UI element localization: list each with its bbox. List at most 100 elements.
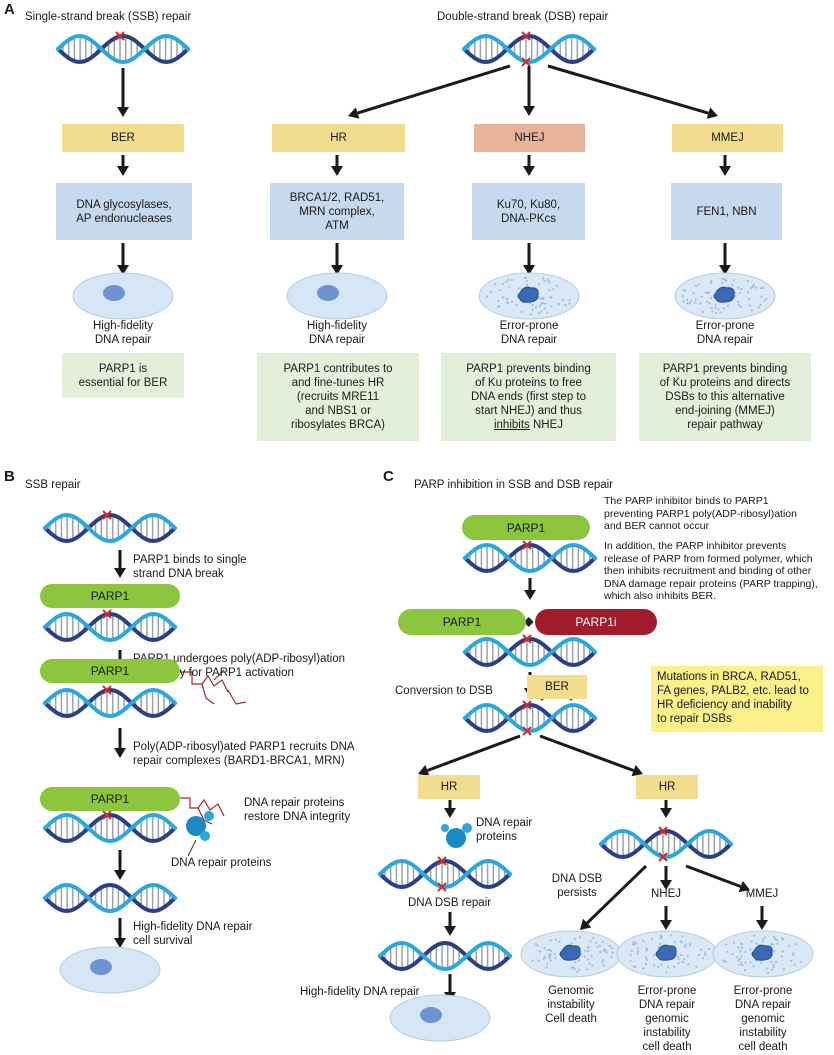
nucleus [420, 1007, 442, 1023]
cell-texture [545, 967, 547, 969]
cell-texture [635, 942, 637, 944]
cell-texture [765, 298, 767, 300]
cell-texture [758, 306, 760, 308]
arrow-a-down-head [719, 166, 731, 176]
cell-texture [695, 966, 697, 968]
cell-texture [686, 302, 688, 304]
arrow-c-nhej-head [660, 920, 672, 930]
cell-texture [653, 954, 655, 956]
cell-texture [636, 953, 638, 955]
cell-texture [682, 295, 684, 297]
cell-texture [571, 966, 573, 968]
cell-texture [760, 961, 762, 963]
cell-texture [537, 944, 539, 946]
c-outcome-persists: Genomic instability Cell death [545, 984, 597, 1026]
cell-texture [794, 963, 796, 965]
cell-texture [558, 303, 560, 305]
cell-texture [685, 943, 687, 945]
cell-texture [740, 943, 742, 945]
cell-texture [762, 287, 764, 289]
cell-texture [788, 945, 790, 947]
arrow-c-hr-down-head [444, 808, 456, 818]
dna-b2 [45, 610, 175, 640]
cell-texture [694, 302, 696, 304]
cell-texture [760, 296, 762, 298]
cell-texture [546, 311, 548, 313]
cell-texture [714, 304, 716, 306]
cell-texture [673, 966, 675, 968]
cell-texture [708, 948, 710, 950]
cell-texture [595, 942, 597, 944]
cell-texture [556, 285, 558, 287]
cell-texture [740, 288, 742, 290]
cell-texture [592, 937, 594, 939]
dna-ssb-a [58, 32, 188, 62]
cell-texture [692, 292, 694, 294]
cell-texture [660, 935, 662, 937]
cell-texture [782, 950, 784, 952]
dna-c1 [465, 541, 595, 571]
cell-texture [497, 300, 499, 302]
dna-c3 [465, 701, 595, 735]
cell-texture [724, 960, 726, 962]
cell-texture [548, 281, 550, 283]
cell-texture [632, 943, 634, 945]
cell-texture [770, 943, 772, 945]
cell-texture [511, 301, 513, 303]
c-conversion: Conversion to DSB [395, 684, 493, 698]
dna-c-hr2 [380, 943, 510, 969]
cell-texture [739, 306, 741, 308]
dna-b1 [45, 511, 175, 541]
cell-texture [689, 943, 691, 945]
cell-texture [610, 956, 612, 958]
cell-texture [773, 936, 775, 938]
arrow-a-down-head [523, 166, 535, 176]
cell-texture [794, 943, 796, 945]
cell-texture [511, 279, 513, 281]
cell-texture [568, 299, 570, 301]
dna-c-hr [380, 857, 510, 891]
cell-texture [574, 961, 576, 963]
outcome-nhej: Error-prone DNA repair [500, 319, 559, 347]
cell-texture [532, 309, 534, 311]
parp-role-nhej-end: inhibits NHEJ [494, 418, 563, 432]
cell-texture [684, 289, 686, 291]
cell-texture [562, 299, 564, 301]
cell-texture [686, 299, 688, 301]
proteins-mmej: FEN1, NBN [671, 183, 782, 240]
cell-texture [554, 957, 556, 959]
cell-texture [568, 302, 570, 304]
c-repair-proteins: DNA repair proteins [476, 816, 532, 844]
cell-texture [734, 295, 736, 297]
cell-texture [603, 950, 605, 952]
c-title: PARP inhibition in SSB and DSB repair [414, 478, 613, 492]
cell-texture [550, 296, 552, 298]
arrow-a-mmej [548, 66, 708, 113]
cell-texture [749, 948, 751, 950]
cell-texture [584, 949, 586, 951]
cell-texture [599, 951, 601, 953]
cell-texture [698, 283, 700, 285]
cell-texture [554, 953, 556, 955]
cell-texture [702, 957, 704, 959]
cell-texture [770, 961, 772, 963]
cell-texture [526, 280, 528, 282]
cell-texture [687, 955, 689, 957]
cell-texture [725, 943, 727, 945]
c-mmej: MMEJ [746, 887, 779, 901]
b-step1: PARP1 binds to single strand DNA break [133, 553, 247, 581]
cell-texture [531, 960, 533, 962]
parp1-pill-c2: PARP1 [398, 609, 526, 635]
cell-texture [660, 964, 662, 966]
arrow-c-hrblocked [540, 736, 634, 771]
cell-texture [776, 943, 778, 945]
repair-protein-ball [462, 823, 472, 833]
cell-texture [657, 966, 659, 968]
cell-texture [771, 969, 773, 971]
cell-texture [678, 962, 680, 964]
cell-texture [704, 954, 706, 956]
cell-texture [683, 958, 685, 960]
cell-texture [690, 300, 692, 302]
b-final: High-fidelity DNA repair cell survival [133, 920, 253, 948]
